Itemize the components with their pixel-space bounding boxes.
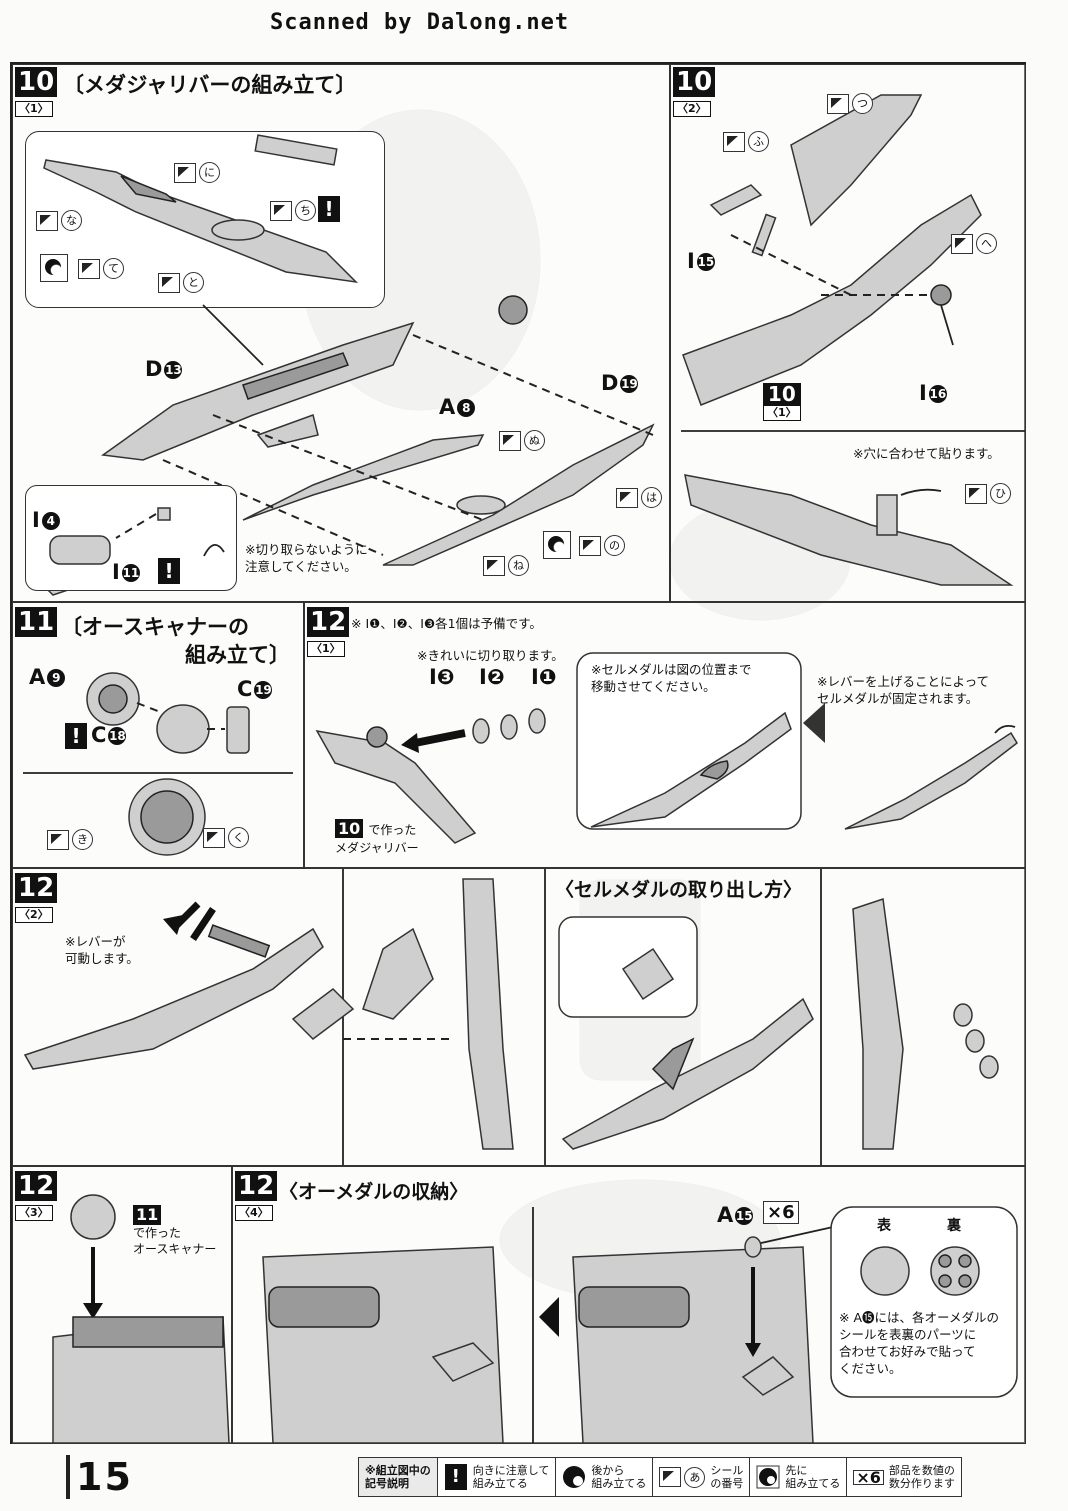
step-number: 12 — [15, 1171, 58, 1201]
seal-na: な — [36, 210, 82, 231]
seal-chi: ち — [270, 200, 316, 221]
seal-number-icon: あ — [659, 1466, 706, 1488]
seal-ku: く — [203, 827, 249, 848]
face-front-label: 表 — [877, 1218, 891, 1234]
step-title: 〔メダジャリバーの組み立て〕 — [63, 73, 357, 97]
step-12-1-panel: 12 〈1〉 ※ I❶、I❷、I❸各1個は予備です。 ※きれいに切り取ります。 … — [304, 602, 1026, 868]
step-title: 〈オーメダルの収納〉 — [279, 1181, 469, 1203]
medal-insert-diagram — [315, 652, 1018, 844]
step-title-line1: 〔オースキャナーの — [61, 615, 249, 639]
sword-lever-diagram — [681, 94, 1025, 586]
assemble-first-icon — [543, 531, 571, 559]
quantity-badge: ×6 — [763, 1201, 799, 1224]
substep-label: 〈4〉 — [235, 1205, 273, 1221]
legend-item-assemble-first: 先に 組み立てる — [749, 1458, 846, 1496]
note-raise-lever: ※レバーを上げることによって セルメダルが固定されます。 — [817, 674, 989, 706]
seal-tsu: つ — [827, 93, 873, 114]
quantity-icon: ×6 — [853, 1469, 884, 1485]
substep-label: 〈1〉 — [307, 641, 345, 657]
note-do-not-cut: ※切り取らないように 注意してください。 — [245, 542, 368, 574]
step-12-3-panel: 12 〈3〉 11 で作った オースキャナー — [12, 1166, 232, 1444]
ref-sword-label: 10 で作った メダジャリバー — [335, 819, 419, 855]
sword-exploded-diagram — [41, 295, 655, 596]
assemble-first-icon — [40, 254, 68, 282]
medal-label-I2: I❷ — [479, 665, 505, 689]
substep-label: 〈2〉 — [15, 907, 53, 923]
medal-storage-diagram — [262, 1206, 1018, 1443]
seal-hi: ひ — [965, 483, 1011, 504]
step-12-2-panel: 12 〈2〉 ※レバーが 可動します。 〈セルメダルの取り出し方〉 — [12, 868, 1026, 1166]
note-move-medal: ※セルメダルは図の位置まで 移動させてください。 — [591, 662, 752, 694]
completed-sword-illustration — [43, 134, 359, 284]
face-back-label: 裏 — [947, 1218, 961, 1234]
seal-he: へ — [951, 233, 997, 254]
step-number: 11 — [15, 607, 58, 637]
medal-label-I1: I❶ — [531, 665, 557, 689]
step-number: 10 — [673, 67, 716, 97]
seal-te: て — [78, 258, 124, 279]
note-align-hole: ※穴に合わせて貼ります。 — [853, 446, 1000, 461]
medal-label-I3: I❸ — [429, 665, 455, 689]
page-number: 15 — [66, 1455, 133, 1499]
note-cut-cleanly: ※きれいに切り取ります。 — [417, 648, 564, 663]
seal-ne: ね — [483, 555, 529, 576]
ref-scanner-label: 11 で作った オースキャナー — [133, 1205, 217, 1256]
medal-removal-diagram — [23, 869, 999, 1165]
step-number: 12 — [15, 873, 58, 903]
substep-label: 〈3〉 — [15, 1205, 53, 1221]
substep-label: 〈1〉 — [15, 101, 53, 117]
detail-inset: に ち ! な て と — [25, 131, 385, 308]
warning-icon: ! — [65, 723, 87, 749]
legend-item-seal-number: あ シール の番号 — [652, 1458, 749, 1496]
seal-to: と — [158, 272, 204, 293]
note-spare-parts: ※ I❶、I❷、I❸各1個は予備です。 — [351, 616, 542, 631]
scan-credit: Scanned by Dalong.net — [270, 10, 570, 35]
seal-ni: に — [174, 162, 220, 183]
legend-item-quantity: ×6 部品を数値の 数分作ります — [846, 1458, 961, 1496]
legend-title: ※組立図中の 記号説明 — [359, 1458, 437, 1496]
legend-item-assemble-later: 後から 組み立てる — [555, 1458, 652, 1496]
seal-no: の — [579, 535, 625, 556]
seal-nu: ぬ — [499, 430, 545, 451]
seal-ki: き — [47, 829, 93, 850]
seal-fu: ふ — [723, 131, 769, 152]
warning-icon: ! — [158, 558, 180, 584]
ref-step-10-1: 10 〈1〉 — [763, 383, 801, 421]
note-seal-medals: ※ A⓯には、各オーメダルの シールを表裏のパーツに 合わせてお好みで貼って く… — [839, 1310, 999, 1376]
legend-item-warning: ! 向きに注意して 組み立てる — [436, 1458, 556, 1496]
step-number: 12 — [307, 607, 350, 637]
belt-scanner-diagram — [52, 1194, 230, 1443]
symbol-legend: ※組立図中の 記号説明 ! 向きに注意して 組み立てる 後から 組み立てる あ … — [358, 1457, 962, 1497]
warning-icon: ! — [318, 196, 340, 222]
step-number: 10 — [15, 67, 58, 97]
seal-ha: は — [616, 487, 662, 508]
note-lever-movable: ※レバーが 可動します。 — [65, 934, 139, 966]
assemble-first-icon — [756, 1464, 780, 1490]
substep-label: 〈2〉 — [673, 101, 711, 117]
assemble-later-icon — [562, 1464, 586, 1490]
step-number: 12 — [235, 1171, 278, 1201]
warning-icon: ! — [444, 1464, 467, 1490]
howto-title: 〈セルメダルの取り出し方〉 — [555, 879, 803, 901]
scanner-diagram — [23, 672, 293, 856]
step-title-line2: 組み立て〕 — [185, 643, 290, 667]
